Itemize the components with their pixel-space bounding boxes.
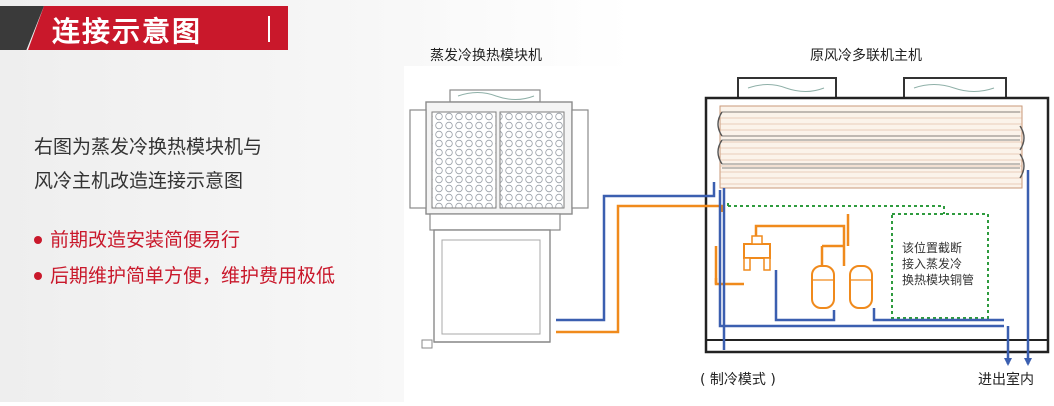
bullet-item: 前期改造安装简便易行 [34, 222, 335, 258]
title-divider [268, 16, 270, 42]
right-unit-label: 原风冷多联机主机 [810, 47, 922, 64]
bullet-dot-icon [34, 272, 42, 280]
description-line-2: 风冷主机改造连接示意图 [34, 170, 244, 192]
bullet-item: 后期维护简单方便，维护费用极低 [34, 258, 335, 294]
orange-pipes [556, 204, 850, 334]
page-title: 连接示意图 [52, 15, 203, 48]
blue-pipes [556, 170, 1030, 364]
bullet-text: 前期改造安装简便易行 [50, 229, 241, 251]
bullet-text: 后期维护简单方便，维护费用极低 [50, 265, 336, 287]
bullet-list: 前期改造安装简便易行 后期维护简单方便，维护费用极低 [34, 222, 335, 294]
section-header: 连接示意图 [0, 6, 300, 50]
description-line-1: 右图为蒸发冷换热模块机与 [34, 136, 263, 158]
note-line-1: 该位置截断 [902, 240, 962, 255]
flow-arrow-icon [1004, 358, 1032, 366]
diagram-svg: 蒸发冷换热模块机 原风冷多联机主机 该位置截断 接入蒸发冷 换热模块铜管 ( 制… [404, 47, 1054, 402]
note-line-2: 接入蒸发冷 [902, 256, 962, 271]
bullet-dot-icon [34, 236, 42, 244]
evaporative-module-unit [409, 89, 589, 349]
description: 右图为蒸发冷换热模块机与 风冷主机改造连接示意图 [34, 130, 262, 198]
left-unit-label: 蒸发冷换热模块机 [430, 47, 542, 64]
air-cooled-host-unit [704, 77, 1050, 354]
cut-position-lines [727, 200, 989, 319]
note-line-3: 换热模块铜管 [902, 272, 974, 287]
connection-diagram: 蒸发冷换热模块机 原风冷多联机主机 该位置截断 接入蒸发冷 换热模块铜管 ( 制… [404, 40, 1054, 402]
header-banner [28, 6, 288, 50]
io-label: 进出室内 [978, 371, 1034, 388]
mode-label: ( 制冷模式 ) [700, 372, 776, 388]
